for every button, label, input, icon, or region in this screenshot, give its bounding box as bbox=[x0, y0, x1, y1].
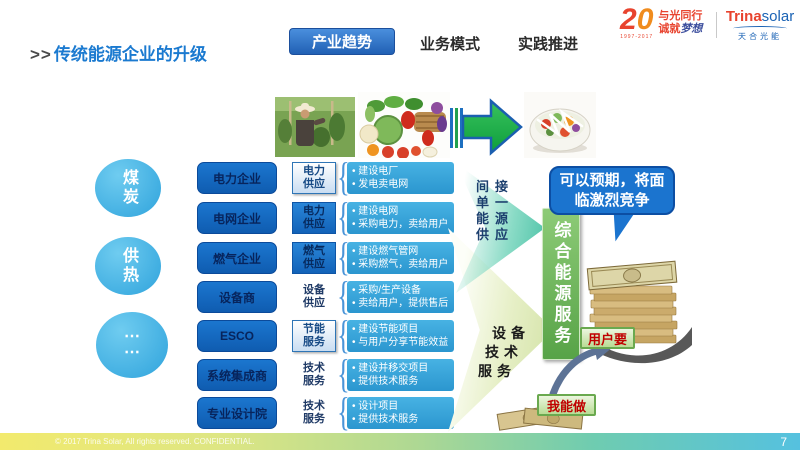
role-box: 节能服务 bbox=[292, 320, 336, 352]
company-box: 燃气企业 bbox=[197, 242, 277, 274]
company-box: 专业设计院 bbox=[197, 397, 277, 429]
company-box: 电网企业 bbox=[197, 202, 277, 234]
footer-bar: © 2017 Trina Solar, All rights reserved.… bbox=[0, 433, 800, 450]
trinasolar-logo: Trinasolar 天合光能 bbox=[725, 8, 795, 42]
salad-bowl-photo bbox=[524, 92, 596, 158]
page-title: >>传统能源企业的升级 bbox=[30, 40, 207, 65]
activities-box: 建设节能项目与用户分享节能效益 bbox=[347, 320, 454, 352]
device-service-text: 设备 技术 服务 bbox=[478, 325, 530, 379]
source-coal: 煤炭 bbox=[95, 159, 161, 217]
tab-business-model[interactable]: 业务模式 bbox=[420, 36, 481, 53]
logo-divider bbox=[716, 12, 717, 38]
callout-tail bbox=[610, 210, 635, 244]
competition-callout: 可以预期，将面临激烈竞争 bbox=[549, 166, 675, 215]
anniversary-logo: 20 1997-2017 与光同行 诚就梦想 bbox=[620, 3, 703, 41]
tab-practice-progress[interactable]: 实践推进 bbox=[518, 36, 579, 53]
role-box: 电力供应 bbox=[292, 162, 336, 194]
capability-label: 我能做 bbox=[537, 394, 596, 416]
brace-icon: { bbox=[337, 273, 350, 318]
company-box: 系统集成商 bbox=[197, 359, 277, 391]
role-label: 设备供应 bbox=[303, 284, 325, 309]
anniversary-number: 20 bbox=[620, 3, 654, 36]
brace-icon: { bbox=[337, 312, 350, 357]
indirect-supply-text: 间接 单一 能源 供应 bbox=[475, 179, 514, 242]
source-heating: 供热 bbox=[95, 237, 161, 295]
brace-icon: { bbox=[337, 194, 350, 239]
brace-icon: { bbox=[337, 154, 350, 199]
row-system-integrator: 系统集成商 技术服务 { 建设并移交项目提供技术服务 bbox=[197, 353, 455, 395]
pause-bars-icon bbox=[450, 108, 463, 148]
user-demand-label: 用户要 bbox=[580, 327, 635, 349]
brace-icon: { bbox=[337, 234, 350, 279]
anniversary-slogan: 与光同行 诚就梦想 bbox=[658, 10, 703, 35]
integrated-energy-service-bar: 综合能源服务 bbox=[542, 208, 580, 360]
role-label: 技术服务 bbox=[303, 400, 325, 425]
page-number: 7 bbox=[780, 435, 787, 449]
title-text: 传统能源企业的升级 bbox=[53, 45, 207, 64]
source-others: ⋯⋯ bbox=[96, 312, 168, 378]
anniversary-years: 1997-2017 bbox=[620, 34, 654, 40]
role-box: 燃气供应 bbox=[292, 242, 336, 274]
role-box: 电力供应 bbox=[292, 202, 336, 234]
vegetables-photo bbox=[358, 92, 450, 158]
brand-arc bbox=[733, 26, 787, 31]
activities-box: 设计项目提供技术服务 bbox=[347, 397, 454, 429]
transform-arrow-icon bbox=[462, 98, 523, 156]
copyright-text: © 2017 Trina Solar, All rights reserved.… bbox=[55, 437, 255, 446]
activities-box: 采购/生产设备卖给用户，提供售后 bbox=[347, 281, 454, 313]
company-box: ESCO bbox=[197, 320, 277, 352]
role-label: 技术服务 bbox=[303, 362, 325, 387]
activities-box: 建设燃气管网采购燃气，卖给用户 bbox=[347, 242, 454, 274]
title-chevrons: >> bbox=[30, 45, 52, 64]
activities-box: 建设并移交项目提供技术服务 bbox=[347, 359, 454, 391]
curved-up-arrow-icon bbox=[549, 342, 613, 398]
tab-industry-trend[interactable]: 产业趋势 bbox=[289, 28, 395, 55]
brace-icon: { bbox=[337, 389, 350, 434]
farmer-field-photo bbox=[275, 97, 355, 157]
row-design-institute: 专业设计院 技术服务 { 设计项目提供技术服务 bbox=[197, 391, 455, 433]
activities-box: 建设电厂发电卖电网 bbox=[347, 162, 454, 194]
company-box: 设备商 bbox=[197, 281, 277, 313]
activities-box: 建设电网采购电力，卖给用户 bbox=[347, 202, 454, 234]
company-box: 电力企业 bbox=[197, 162, 277, 194]
